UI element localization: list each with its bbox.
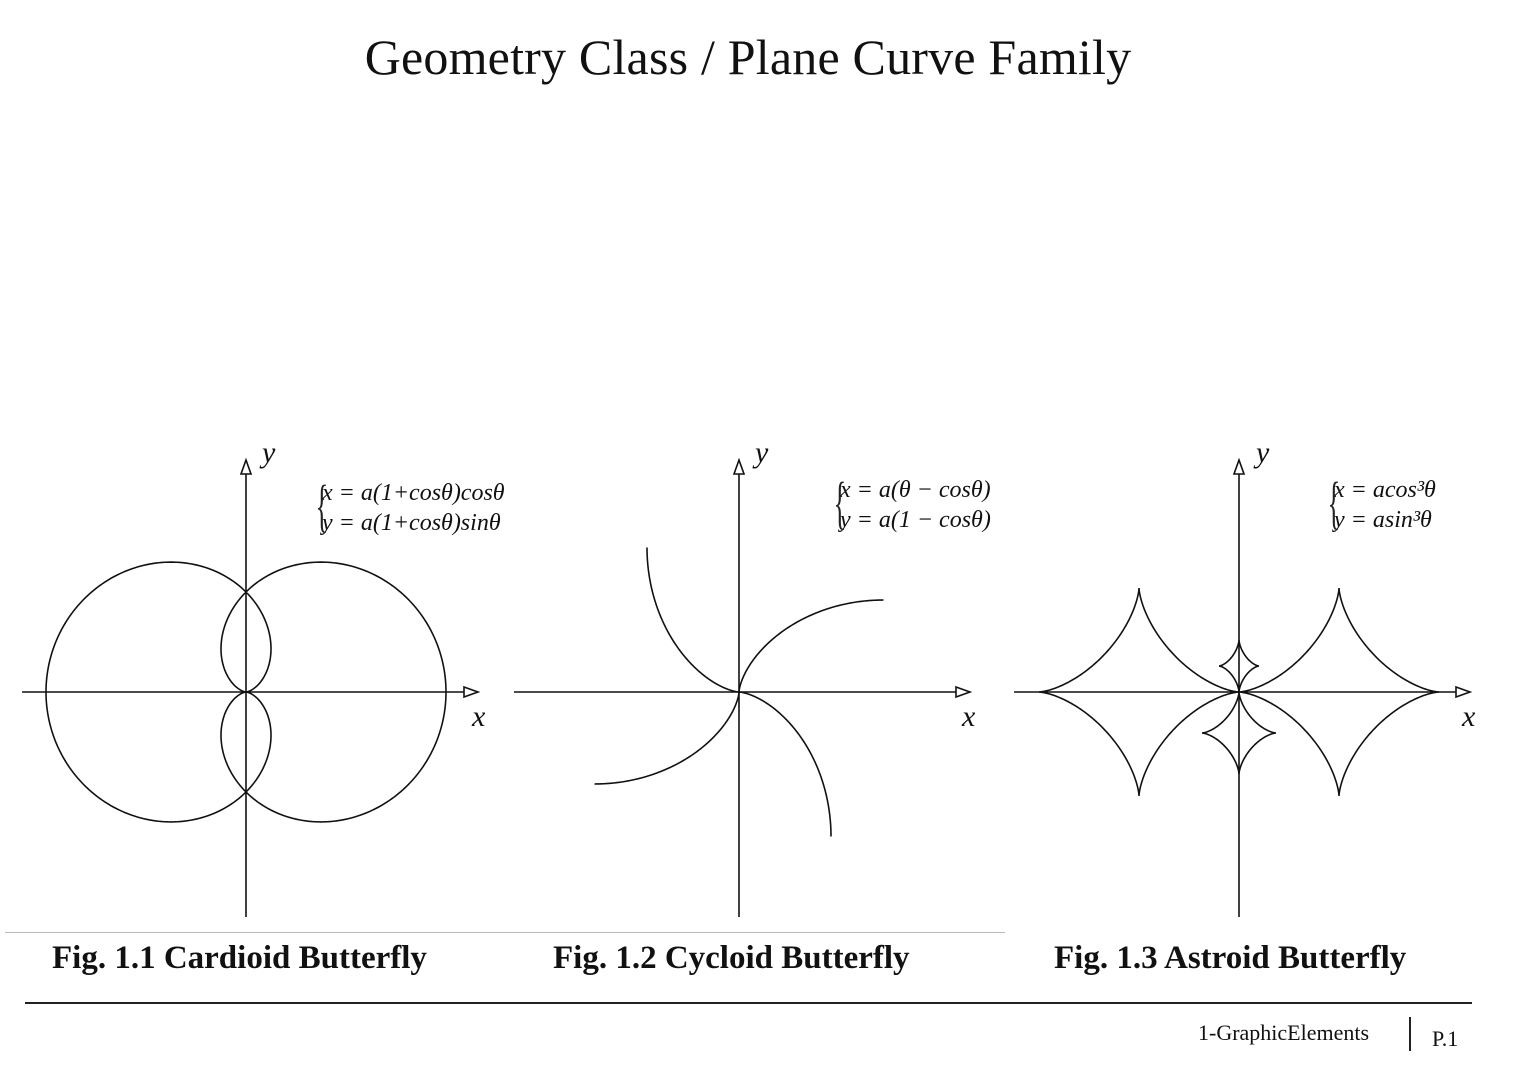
x-axis-label: x: [962, 700, 976, 733]
brace-icon: {: [315, 473, 329, 538]
x-axis-arrow: [955, 685, 973, 699]
y-axis-label: y: [755, 436, 769, 469]
y-axis-arrow: [1232, 457, 1246, 475]
brace-icon: {: [833, 470, 847, 535]
footer-divider: [25, 1002, 1472, 1004]
equation-x: x = acos³θ: [1334, 477, 1436, 503]
x-axis-label: x: [472, 700, 486, 733]
x-axis-label: x: [1462, 700, 1476, 733]
cardioid-curve: [45, 561, 447, 823]
equation-y: y = asin³θ: [1334, 507, 1432, 533]
cycloid-diagram: [514, 457, 973, 917]
divider-thin: [5, 932, 1005, 933]
equation-block: { x = a(1+cosθ)cosθ y = a(1+cosθ)sinθ: [316, 476, 505, 538]
figure-cycloid: x y { x = a(θ − cosθ) y = a(1 − cosθ): [500, 430, 1000, 930]
x-axis-arrow: [1455, 685, 1473, 699]
y-axis-arrow: [239, 457, 253, 475]
brace-icon: {: [1327, 470, 1341, 535]
page-title: Geometry Class / Plane Curve Family: [364, 29, 1132, 85]
caption-fig-1-2: Fig. 1.2 Cycloid Butterfly: [553, 940, 910, 976]
y-axis-label: y: [1256, 436, 1270, 469]
equation-y: y = a(1 − cosθ): [840, 507, 991, 533]
footer-section: 1-GraphicElements: [1198, 1020, 1370, 1045]
y-axis-label: y: [262, 436, 276, 469]
astroid-curve: [1039, 588, 1439, 796]
cycloid-curve: [594, 547, 884, 837]
caption-fig-1-3: Fig. 1.3 Astroid Butterfly: [1054, 940, 1407, 976]
figure-cardioid: x y { x = a(1+cosθ)cosθ y = a(1+cosθ)sin…: [0, 430, 505, 930]
footer-page-number: P.1: [1432, 1026, 1459, 1051]
equation-x: x = a(θ − cosθ): [840, 477, 991, 503]
footer-separator: [1409, 1017, 1411, 1051]
equation-y: y = a(1+cosθ)sinθ: [322, 510, 501, 536]
equation-x: x = a(1+cosθ)cosθ: [322, 480, 505, 506]
cardioid-diagram: [22, 457, 481, 917]
equation-block: { x = a(θ − cosθ) y = a(1 − cosθ): [834, 473, 991, 535]
y-axis-arrow: [732, 457, 746, 475]
caption-fig-1-1: Fig. 1.1 Cardioid Butterfly: [52, 940, 427, 976]
x-axis-arrow: [463, 685, 481, 699]
astroid-diagram: [1014, 457, 1473, 917]
equation-block: { x = acos³θ y = asin³θ: [1328, 473, 1436, 535]
figure-astroid: x y { x = acos³θ y = asin³θ: [1000, 430, 1500, 930]
